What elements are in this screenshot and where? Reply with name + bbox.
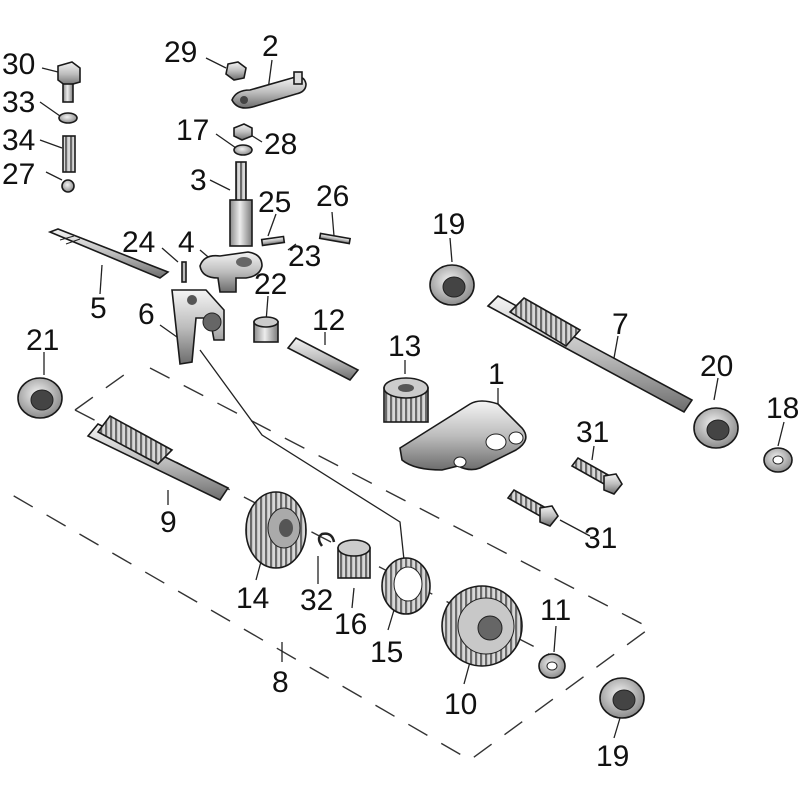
bearing-19-upper xyxy=(429,264,475,306)
callout-20: 20 xyxy=(700,350,733,383)
gear-14 xyxy=(245,491,307,569)
callout-32: 32 xyxy=(300,584,333,617)
lever-2 xyxy=(231,71,307,109)
callout-24: 24 xyxy=(122,226,155,259)
bearing-20 xyxy=(693,407,739,449)
callout-12: 12 xyxy=(312,304,345,337)
callout-11: 11 xyxy=(540,594,571,627)
bolt-30 xyxy=(57,61,81,103)
callout-23: 23 xyxy=(288,240,321,273)
nut-29 xyxy=(225,61,247,81)
washer-11 xyxy=(538,653,566,679)
shaft-7 xyxy=(486,295,694,414)
bearing-21 xyxy=(17,377,63,419)
bolt-31-upper xyxy=(570,456,623,495)
ball-27 xyxy=(61,179,75,193)
callout-10: 10 xyxy=(444,688,477,721)
callout-4: 4 xyxy=(178,226,195,259)
callout-21: 21 xyxy=(26,324,59,357)
callout-6: 6 xyxy=(138,298,155,331)
bracket-1 xyxy=(399,400,527,471)
callout-33: 33 xyxy=(2,86,35,119)
needle-bearing-16 xyxy=(337,539,371,579)
washer-17 xyxy=(233,144,253,156)
ring-gear-15 xyxy=(381,557,431,615)
callout-26: 26 xyxy=(316,180,349,213)
callout-13: 13 xyxy=(388,330,421,363)
callout-19-upper: 19 xyxy=(432,208,465,241)
callout-29: 29 xyxy=(164,36,197,69)
plate-4 xyxy=(199,251,263,293)
shift-rod-5 xyxy=(47,228,170,279)
callout-31-upper: 31 xyxy=(576,416,609,449)
shift-fork-6 xyxy=(171,289,225,365)
callout-19-lower: 19 xyxy=(596,740,629,773)
callout-14: 14 xyxy=(236,582,269,615)
callout-31-lower: 31 xyxy=(584,522,617,555)
spring-34 xyxy=(62,135,76,173)
callout-5: 5 xyxy=(90,292,107,325)
callout-labels: 30 33 34 27 29 2 17 28 3 25 26 24 4 23 5… xyxy=(2,30,799,773)
callout-7: 7 xyxy=(612,308,629,341)
nut-28 xyxy=(233,123,253,141)
callout-30: 30 xyxy=(2,48,35,81)
washer-33 xyxy=(58,112,78,124)
callout-18: 18 xyxy=(766,392,799,425)
callout-22: 22 xyxy=(254,268,287,301)
gear-10 xyxy=(441,585,523,667)
shaft-3 xyxy=(229,161,253,247)
callout-27: 27 xyxy=(2,158,35,191)
bearing-19-lower xyxy=(599,677,645,719)
callout-17: 17 xyxy=(176,114,209,147)
gear-13 xyxy=(383,377,429,423)
callout-3: 3 xyxy=(190,164,207,197)
bushing-22 xyxy=(253,316,279,343)
callout-1: 1 xyxy=(488,358,505,391)
callout-9: 9 xyxy=(160,506,177,539)
callout-8: 8 xyxy=(272,666,289,699)
parts xyxy=(17,61,793,719)
pin-12 xyxy=(286,336,360,382)
callout-25: 25 xyxy=(258,186,291,219)
callout-15: 15 xyxy=(370,636,403,669)
callout-28: 28 xyxy=(264,128,297,161)
bolt-31-lower xyxy=(506,488,559,527)
callout-34: 34 xyxy=(2,124,35,157)
washer-18 xyxy=(763,447,793,473)
callout-16: 16 xyxy=(334,608,367,641)
pin-26 xyxy=(318,232,352,245)
circlip-32 xyxy=(317,532,336,547)
shaft-9 xyxy=(86,414,230,502)
callout-2: 2 xyxy=(262,30,279,63)
pin-24 xyxy=(181,261,187,283)
pin-25 xyxy=(260,235,286,247)
